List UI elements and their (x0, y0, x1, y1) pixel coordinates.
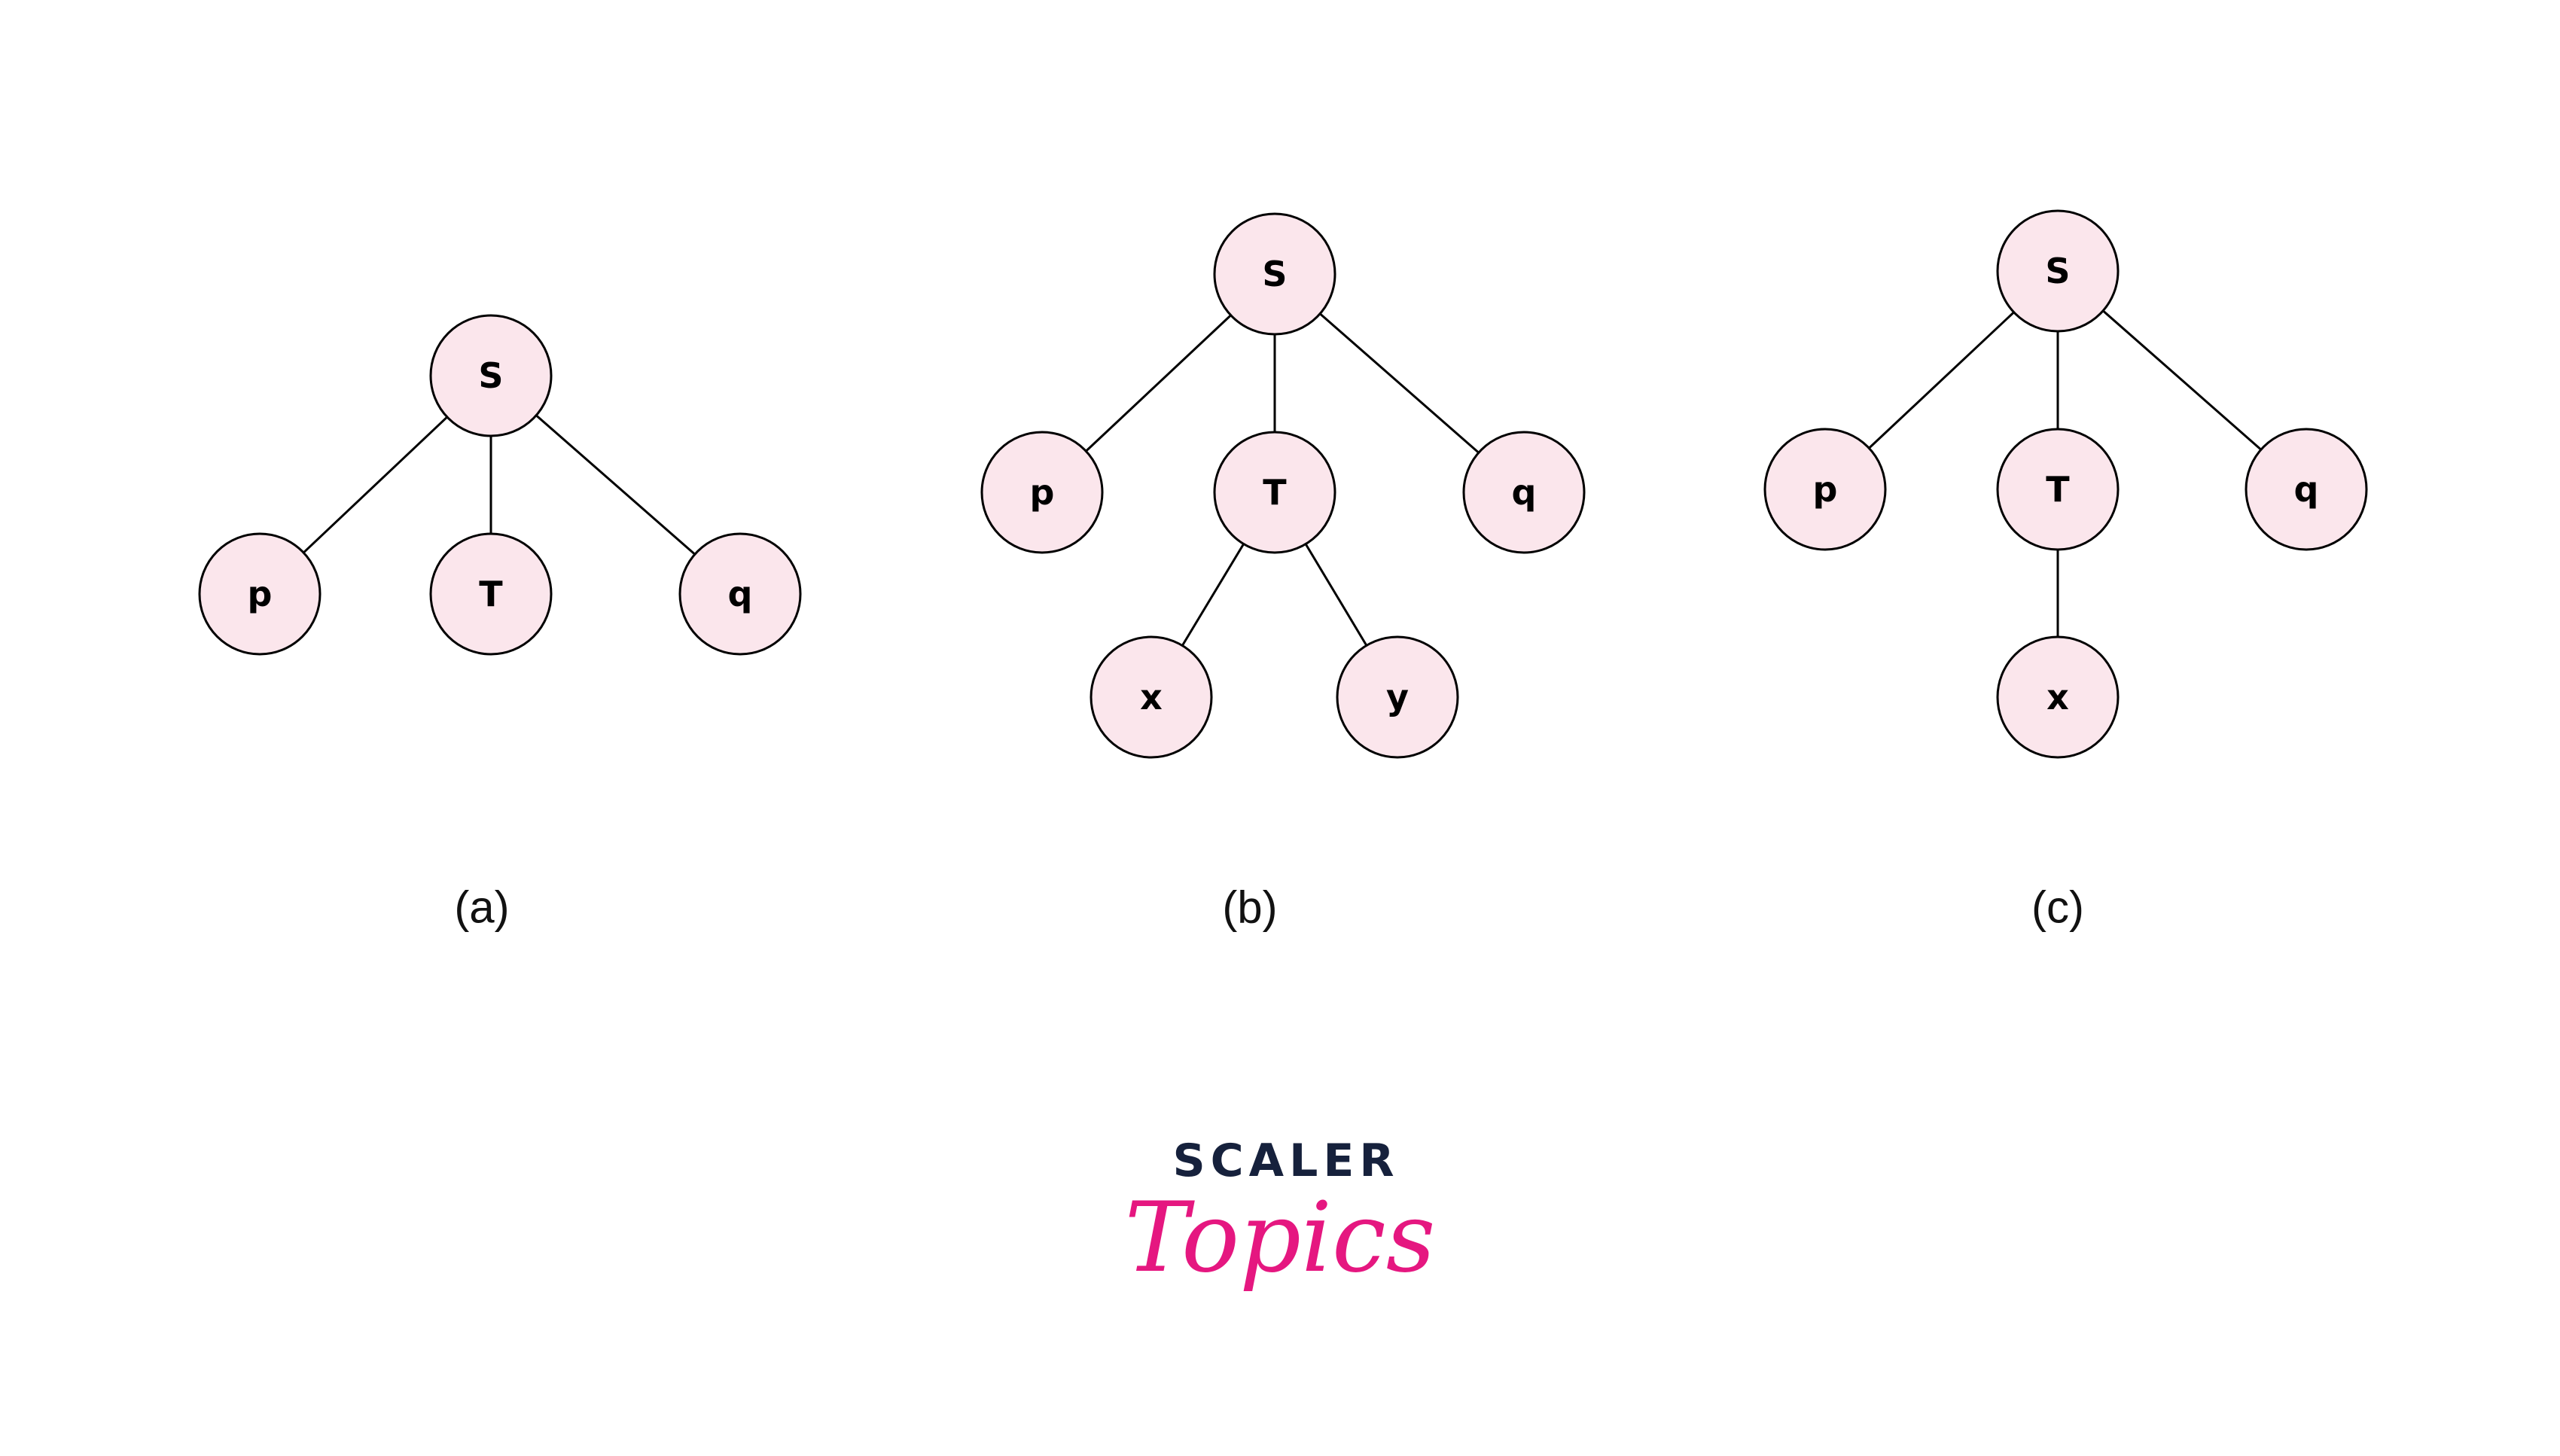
node-q: q (2245, 428, 2368, 551)
node-circle (429, 532, 553, 656)
node-p: p (198, 532, 322, 656)
edge-S-p (1868, 311, 2015, 449)
node-circle (2245, 428, 2368, 551)
node-circle (1462, 431, 1586, 554)
tree-caption: (b) (1222, 882, 1277, 933)
edge-S-p (303, 416, 448, 554)
node-p: p (1763, 428, 1887, 551)
node-S: S (1213, 212, 1336, 336)
node-label: S (1262, 254, 1287, 294)
node-label: p (1030, 472, 1055, 513)
scaler-topics-logo: SCALER Topics (1125, 1135, 1436, 1294)
node-q: q (678, 532, 802, 656)
node-T: T (1213, 431, 1336, 554)
edge-S-p (1085, 314, 1232, 452)
node-label: p (1813, 469, 1838, 510)
node-circle (1090, 635, 1213, 759)
node-S: S (1996, 209, 2120, 333)
node-circle (1763, 428, 1887, 551)
node-label: q (728, 574, 753, 614)
node-circle (980, 431, 1104, 554)
edge-T-y (1304, 543, 1368, 647)
node-label: q (1512, 472, 1537, 513)
node-circle (1213, 431, 1336, 554)
node-label: S (478, 355, 503, 396)
node-label: y (1386, 677, 1409, 717)
edge-S-q (2102, 309, 2262, 451)
node-circle (1996, 209, 2120, 333)
node-label: T (1263, 472, 1287, 513)
node-label: S (2045, 251, 2070, 291)
node-T: T (429, 532, 553, 656)
node-q: q (1462, 431, 1586, 554)
edge-S-q (1319, 312, 1480, 454)
node-circle (429, 314, 553, 437)
node-label: p (248, 574, 273, 614)
node-label: T (479, 574, 503, 614)
node-circle (1996, 428, 2120, 551)
node-S: S (429, 314, 553, 437)
edge-S-q (535, 414, 696, 556)
node-label: x (1140, 677, 1163, 717)
logo-topics-text: Topics (1125, 1182, 1436, 1294)
node-circle (1996, 635, 2120, 759)
logo-scaler-text: SCALER (1172, 1135, 1399, 1187)
node-circle (1336, 635, 1459, 759)
node-x: x (1996, 635, 2120, 759)
node-label: q (2294, 469, 2319, 510)
node-circle (1213, 212, 1336, 336)
node-circle (198, 532, 322, 656)
node-circle (678, 532, 802, 656)
node-p: p (980, 431, 1104, 554)
node-x: x (1090, 635, 1213, 759)
tree-caption: (c) (2031, 882, 2084, 933)
edge-T-x (1181, 543, 1245, 647)
node-label: x (2046, 677, 2069, 717)
node-y: y (1336, 635, 1459, 759)
node-label: T (2046, 469, 2070, 510)
tree-caption: (a) (454, 882, 509, 933)
node-T: T (1996, 428, 2120, 551)
